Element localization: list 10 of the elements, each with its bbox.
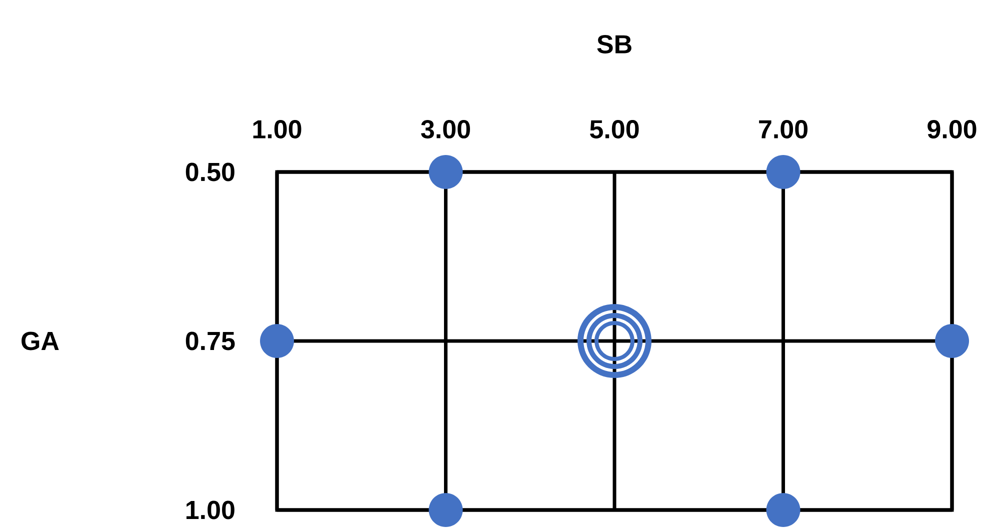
y-axis-title: GA: [22, 332, 59, 350]
x-tick-label: 9.00: [928, 120, 976, 138]
y-tick-label: 0.50: [186, 162, 234, 182]
x-tick-label: 5.00: [590, 120, 639, 138]
x-tick-label: 7.00: [759, 120, 808, 138]
x-tick-label: 3.00: [421, 120, 470, 138]
x-tick-label: 1.00: [253, 120, 302, 138]
y-tick-label: 0.75: [186, 332, 235, 350]
x-axis-title: SB: [597, 35, 632, 54]
y-tick-label: 1.00: [186, 500, 234, 520]
